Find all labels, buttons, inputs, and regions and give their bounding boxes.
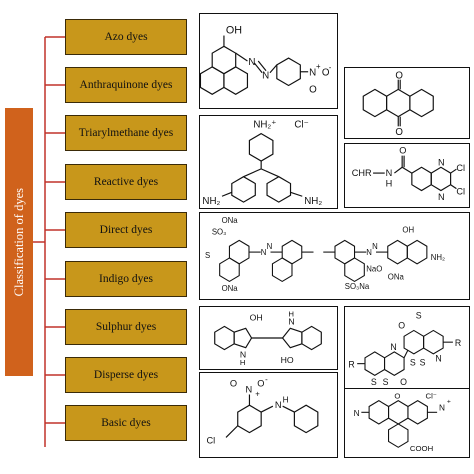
nitro-n-label: N — [246, 385, 253, 395]
sulfur-label: S — [410, 358, 416, 368]
nh-n-label: N — [288, 316, 294, 326]
nh-h-label: H — [288, 310, 294, 319]
amine-label: NH₂ — [431, 253, 445, 262]
category-label: Indigo dyes — [99, 272, 153, 285]
sodium-oxide-label: NaO — [366, 265, 382, 274]
azo-n-label: N — [262, 71, 269, 82]
sulfur-label: S — [420, 358, 426, 368]
charge-plus-label: + — [255, 389, 260, 398]
charge-plus-label: + — [316, 62, 321, 71]
azo-n-label: N — [248, 57, 255, 68]
r-group-label: R — [455, 338, 461, 348]
amine-n-label: N — [275, 400, 282, 410]
carbonyl-o-label: O — [398, 320, 405, 330]
anthraquinone-structure: O O — [344, 67, 470, 139]
category-disperse-dyes: Disperse dyes — [65, 357, 187, 393]
nh-n-label: N — [240, 349, 246, 359]
hydroxyl-label: OH — [226, 25, 242, 37]
sulphur-dye-structure: S O S S R R N N S S O — [344, 306, 470, 392]
amine-label: NH₂ — [202, 196, 220, 207]
category-basic-dyes: Basic dyes — [65, 405, 187, 441]
nitro-o-label: O — [257, 379, 264, 389]
carbonyl-o-label: O — [400, 377, 407, 387]
category-label: Azo dyes — [104, 30, 148, 43]
category-direct-dyes: Direct dyes — [65, 212, 187, 248]
nitro-o-label: O — [309, 84, 317, 95]
azo-dye-structure: OH N N N + O - O — [199, 13, 338, 109]
carbonyl-o-label: O — [395, 71, 403, 82]
ether-o-label: O — [394, 392, 400, 401]
hydroxyl-label: HO — [281, 355, 294, 365]
category-anthraquinone-dyes: Anthraquinone dyes — [65, 67, 187, 103]
amine-n-label: N — [354, 409, 360, 418]
r-group-label: R — [348, 360, 354, 370]
amine-label: NH₂ — [304, 196, 322, 207]
sulfur-label: S — [371, 377, 377, 387]
azo-n-label: N — [366, 248, 372, 257]
category-label: Sulphur dyes — [95, 320, 157, 333]
chlorine-label: Cl — [456, 186, 465, 196]
sodium-oxide-label: ONa — [222, 216, 239, 225]
amide-h-label: H — [386, 179, 393, 189]
charge-minus-label: - — [265, 375, 268, 384]
category-label: Triarylmethane dyes — [78, 126, 174, 139]
azo-n-label: N — [261, 248, 267, 257]
category-label: Disperse dyes — [93, 368, 159, 381]
disperse-dye-structure: O N O - + N H Cl — [199, 372, 338, 458]
azo-n-label: N — [372, 242, 378, 251]
ring-n-label: N — [390, 342, 396, 352]
basic-dye-structure: N N + Cl⁻ O COOH — [344, 388, 470, 458]
chloride-label: Cl⁻ — [294, 120, 308, 131]
amine-h-label: H — [283, 394, 289, 404]
chr-label: CHR — [352, 168, 372, 178]
hydroxyl-label: OH — [402, 226, 414, 235]
charge-minus-label: - — [329, 63, 332, 72]
ring-n-label: N — [438, 157, 445, 167]
sulfonate-label: SO₃Na — [345, 282, 370, 291]
nitro-o-label: O — [230, 379, 237, 389]
nitro-o-label: O — [322, 68, 330, 79]
ring-n-label: N — [438, 192, 445, 202]
category-sulphur-dyes: Sulphur dyes — [65, 309, 187, 345]
carbonyl-o-label: O — [395, 127, 403, 138]
carboxyl-label: COOH — [410, 444, 433, 453]
sulfur-label: S — [383, 377, 389, 387]
direct-dye-structure: ONa SO₃ S ONa N N N N OH NH₂ NaO SO₃Na O… — [199, 212, 470, 300]
category-reactive-dyes: Reactive dyes — [65, 164, 187, 200]
chloride-label: Cl⁻ — [425, 392, 436, 401]
azo-n-label: N — [267, 242, 273, 251]
iminium-n-label: N — [439, 403, 445, 412]
chlorine-label: Cl — [206, 435, 215, 445]
category-label: Reactive dyes — [93, 175, 159, 188]
sulfur-label: S — [205, 251, 210, 260]
sulfonate-label: SO₃ — [212, 228, 226, 237]
category-label: Direct dyes — [99, 223, 153, 236]
chlorine-label: Cl — [456, 163, 465, 173]
sodium-oxide-label: ONa — [388, 272, 405, 281]
charge-plus-label: + — [447, 399, 451, 406]
category-triarylmethane-dyes: Triarylmethane dyes — [65, 115, 187, 151]
ammonium-label: NH₂⁺ — [253, 120, 276, 131]
indigo-structure: OH N H N H HO — [199, 306, 338, 370]
root-label: Classification of dyes — [11, 187, 26, 297]
amide-n-label: N — [386, 168, 393, 178]
category-indigo-dyes: Indigo dyes — [65, 261, 187, 297]
sodium-oxide-label: ONa — [222, 284, 239, 293]
triarylmethane-structure: NH₂⁺ Cl⁻ NH₂ NH₂ — [199, 115, 338, 209]
sulfur-label: S — [416, 311, 422, 321]
carbonyl-o-label: O — [399, 146, 406, 156]
category-label: Anthraquinone dyes — [79, 78, 173, 91]
nh-h-label: H — [240, 358, 246, 367]
hydroxyl-label: OH — [250, 313, 263, 323]
reactive-dye-structure: CHR N H O N N Cl Cl — [344, 143, 470, 208]
root-node-classification: Classification of dyes — [5, 108, 33, 376]
ring-n-label: N — [435, 354, 441, 364]
category-azo-dyes: Azo dyes — [65, 19, 187, 55]
nitro-n-label: N — [309, 68, 316, 79]
category-label: Basic dyes — [101, 416, 151, 429]
